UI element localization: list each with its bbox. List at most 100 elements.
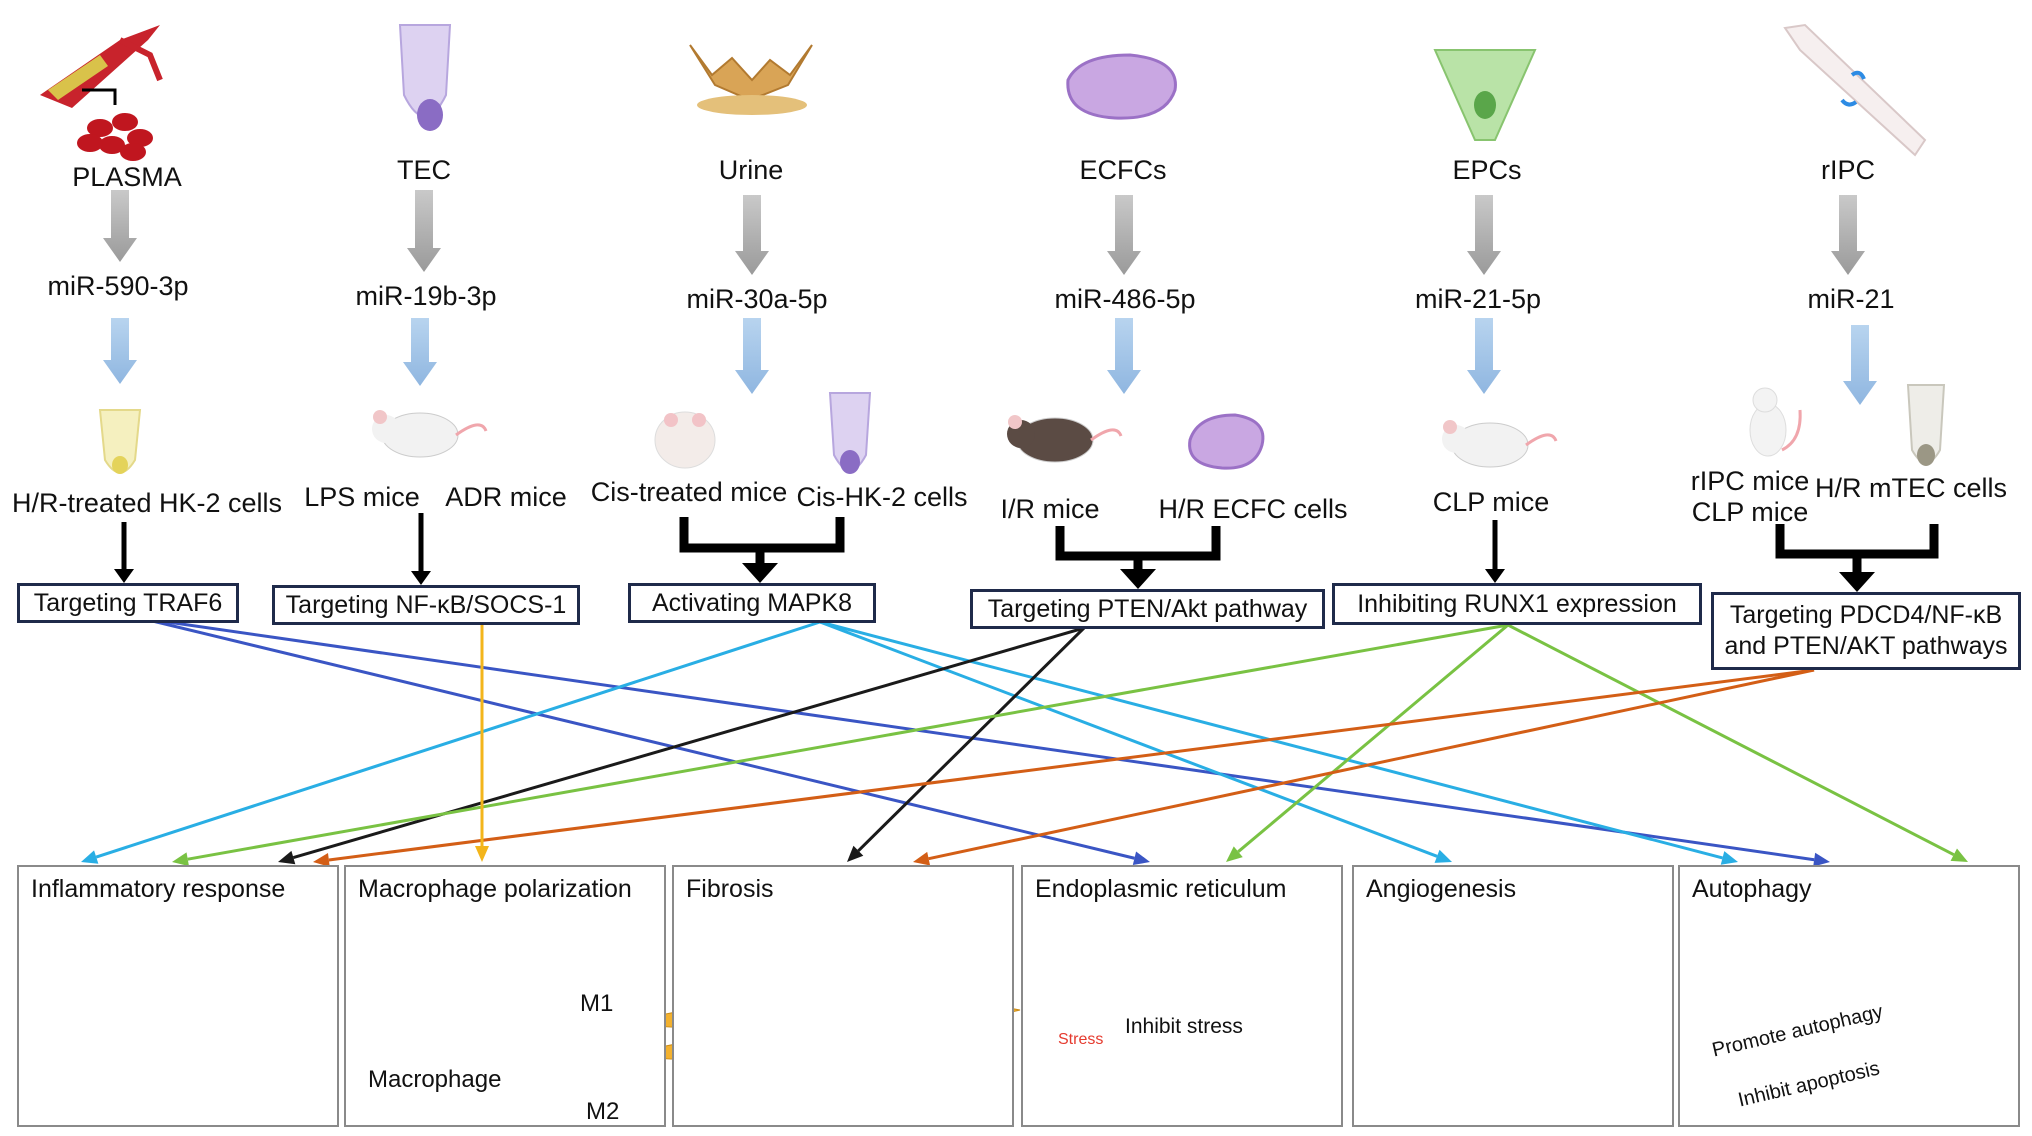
outcome-panel-inflammatory: Inflammatory response xyxy=(17,865,339,1127)
link-arrowhead xyxy=(1132,851,1150,866)
blood-cell xyxy=(99,136,125,154)
model-label: H/R ECFC cells xyxy=(1158,494,1348,524)
link-arrow xyxy=(475,622,489,862)
grey-arrow xyxy=(1107,195,1141,275)
model-label: H/R mTEC cells xyxy=(1814,473,2008,503)
link-arrow xyxy=(1507,623,1968,862)
blue-arrow xyxy=(1107,318,1141,394)
model-label: Cis-treated mice xyxy=(590,477,788,507)
mouse-icon xyxy=(1007,415,1123,463)
outcome-title: Endoplasmic reticulum xyxy=(1035,875,1287,903)
mouse-icon xyxy=(1442,420,1558,468)
link-line xyxy=(139,616,1815,862)
mechanism-box-pten-akt: Targeting PTEN/Akt pathway xyxy=(970,589,1325,629)
model-label: I/R mice xyxy=(1000,494,1100,524)
link-line xyxy=(928,668,1815,861)
urine-crown-icon xyxy=(689,44,813,115)
link-arrow xyxy=(139,616,1830,867)
link-line xyxy=(328,668,1815,862)
grey-arrow xyxy=(1831,195,1865,275)
link-line xyxy=(1237,623,1509,853)
ecfc-cell-icon xyxy=(1066,53,1177,120)
outcome-title: Fibrosis xyxy=(686,875,774,903)
m1-label: M1 xyxy=(580,990,614,1017)
link-line xyxy=(819,620,1438,858)
hamster-icon xyxy=(654,411,716,469)
outcome-title: Autophagy xyxy=(1692,875,1812,903)
model-label: Cis-HK-2 cells xyxy=(796,482,968,512)
grey-arrow xyxy=(103,190,137,262)
blue-arrow xyxy=(1843,325,1877,405)
blood-cell xyxy=(112,113,138,131)
bracket-arrowhead xyxy=(742,563,778,583)
macrophage-label: Macrophage xyxy=(368,1066,502,1093)
blue-arrow xyxy=(1467,318,1501,394)
blood-vessel-icon xyxy=(40,25,163,161)
mirna-label: miR-19b-3p xyxy=(355,281,497,311)
link-arrowhead xyxy=(913,851,931,866)
mechanism-box-traf6: Targeting TRAF6 xyxy=(17,583,239,623)
tubular-cell-icon xyxy=(828,392,872,474)
model-label: CLP mice xyxy=(1691,497,1809,527)
link-arrowhead xyxy=(1434,849,1452,863)
grey-arrow xyxy=(1467,195,1501,275)
bracket-arrowhead xyxy=(1839,572,1875,592)
outcome-panel-macrophage: Macrophage polarization xyxy=(344,865,666,1127)
model-label: rIPC mice xyxy=(1690,466,1810,496)
merge-bracket xyxy=(1055,526,1221,589)
stress-label: Stress xyxy=(1058,1031,1104,1048)
inhibit-stress-label: Inhibit stress xyxy=(1125,1015,1243,1038)
grey-arrow xyxy=(407,190,441,272)
bone-icon xyxy=(1783,23,1927,157)
link-arrow xyxy=(278,626,1085,865)
outcome-title: Inflammatory response xyxy=(31,875,286,903)
link-arrowhead xyxy=(278,850,296,865)
blood-cell xyxy=(120,143,146,161)
mechanism-box-mapk8: Activating MAPK8 xyxy=(628,583,876,623)
tubular-cell-icon xyxy=(398,24,452,131)
ecfc-cell-icon xyxy=(1188,413,1265,470)
mouse-icon xyxy=(372,410,488,458)
mirna-label: miR-21 xyxy=(1807,284,1895,314)
link-arrow xyxy=(913,668,1815,866)
vertical-arrows xyxy=(103,190,1939,592)
mirna-label: miR-21-5p xyxy=(1414,284,1542,314)
outcome-panel-fibrosis: Fibrosis xyxy=(672,865,1014,1127)
mechanism-box-nfkb-socs1: Targeting NF-κB/SOCS-1 xyxy=(272,585,580,625)
link-arrowhead xyxy=(1950,848,1968,862)
blood-cell xyxy=(87,119,113,137)
m2-label: M2 xyxy=(586,1098,620,1125)
source-label-urine: Urine xyxy=(718,155,784,185)
blue-arrow xyxy=(735,318,769,394)
model-label: LPS mice xyxy=(304,482,420,512)
link-line xyxy=(292,626,1085,859)
link-line xyxy=(1507,623,1955,857)
link-arrow xyxy=(139,616,1150,866)
link-arrow xyxy=(313,668,1815,867)
link-arrowhead xyxy=(1720,851,1738,865)
connector-arrowhead xyxy=(114,569,134,583)
link-arrowhead xyxy=(172,852,189,867)
connector-arrowhead xyxy=(411,571,431,585)
link-line xyxy=(857,626,1086,852)
model-label: H/R-treated HK-2 cells xyxy=(11,488,283,518)
mirna-label: miR-486-5p xyxy=(1054,284,1196,314)
link-arrow xyxy=(819,620,1452,863)
merge-bracket xyxy=(1775,524,1939,592)
source-label-ecfcs: ECFCs xyxy=(1079,155,1167,185)
link-arrowhead xyxy=(1813,852,1830,867)
link-arrow xyxy=(172,623,1509,867)
link-arrowhead xyxy=(81,850,99,864)
epc-cell-icon xyxy=(1433,49,1537,141)
blue-arrow xyxy=(103,318,137,384)
merge-bracket xyxy=(679,517,845,583)
link-arrow xyxy=(847,626,1086,862)
mirna-label: miR-590-3p xyxy=(47,271,189,301)
bracket-line xyxy=(1055,526,1221,561)
mirna-label: miR-30a-5p xyxy=(686,284,828,314)
link-line xyxy=(95,620,821,859)
tubular-cell-icon xyxy=(1906,384,1946,466)
blue-arrow xyxy=(403,318,437,386)
bracket-line xyxy=(1775,524,1939,559)
